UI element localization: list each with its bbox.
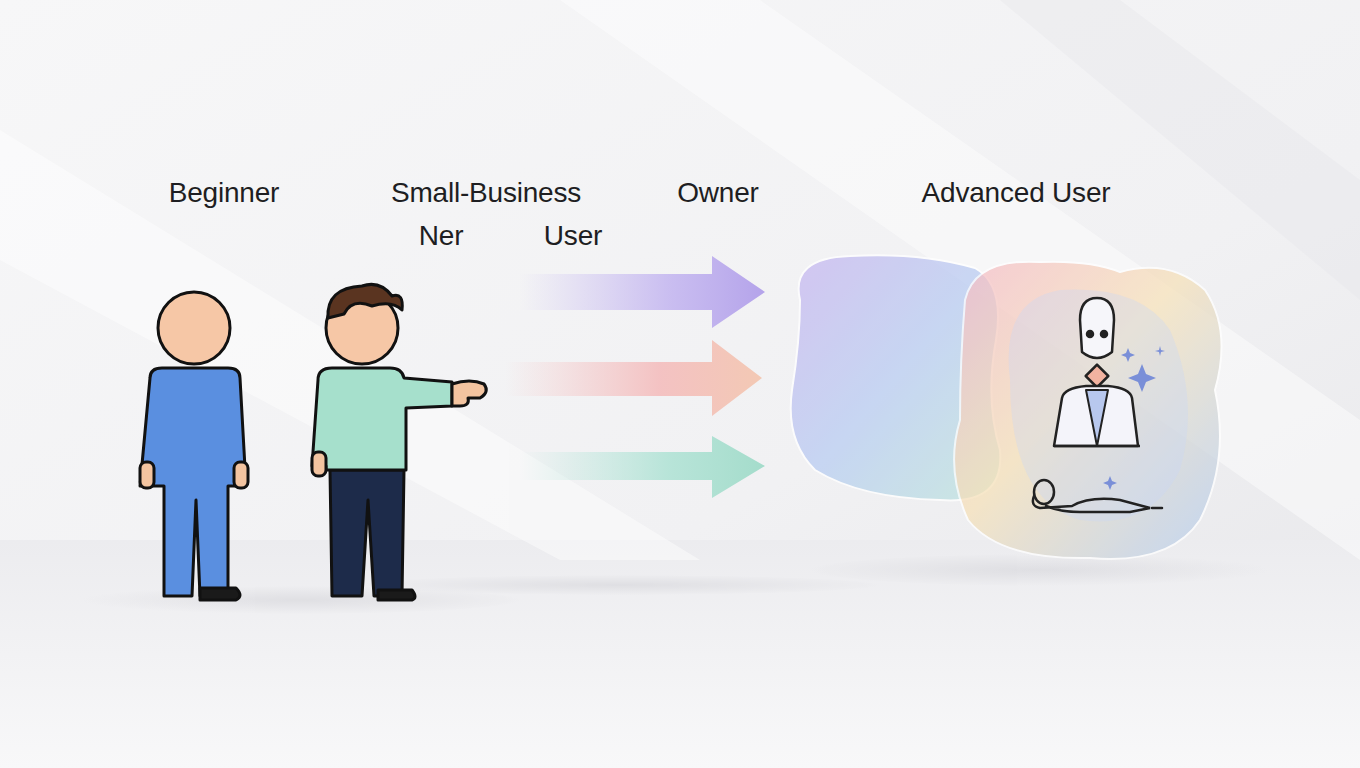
sparkles [1103, 346, 1165, 490]
arrow-mint [520, 436, 765, 498]
floor-shadows [80, 554, 1270, 614]
stage-label: Ner [419, 220, 464, 252]
robot-icon [1054, 298, 1140, 446]
glass-blobs [791, 255, 1222, 559]
arrow-pink [505, 340, 762, 416]
arrow-purple [520, 256, 765, 328]
stage-label: Small-Business [391, 177, 581, 209]
beginner-figure [140, 292, 248, 600]
stage-label: Beginner [169, 177, 279, 209]
stage-label: User [544, 220, 602, 252]
stage-label: Owner [677, 177, 758, 209]
tool-icon [1033, 480, 1162, 512]
owner-figure [312, 284, 486, 600]
stage-label: Advanced User [922, 177, 1111, 209]
progress-arrows [505, 256, 765, 498]
